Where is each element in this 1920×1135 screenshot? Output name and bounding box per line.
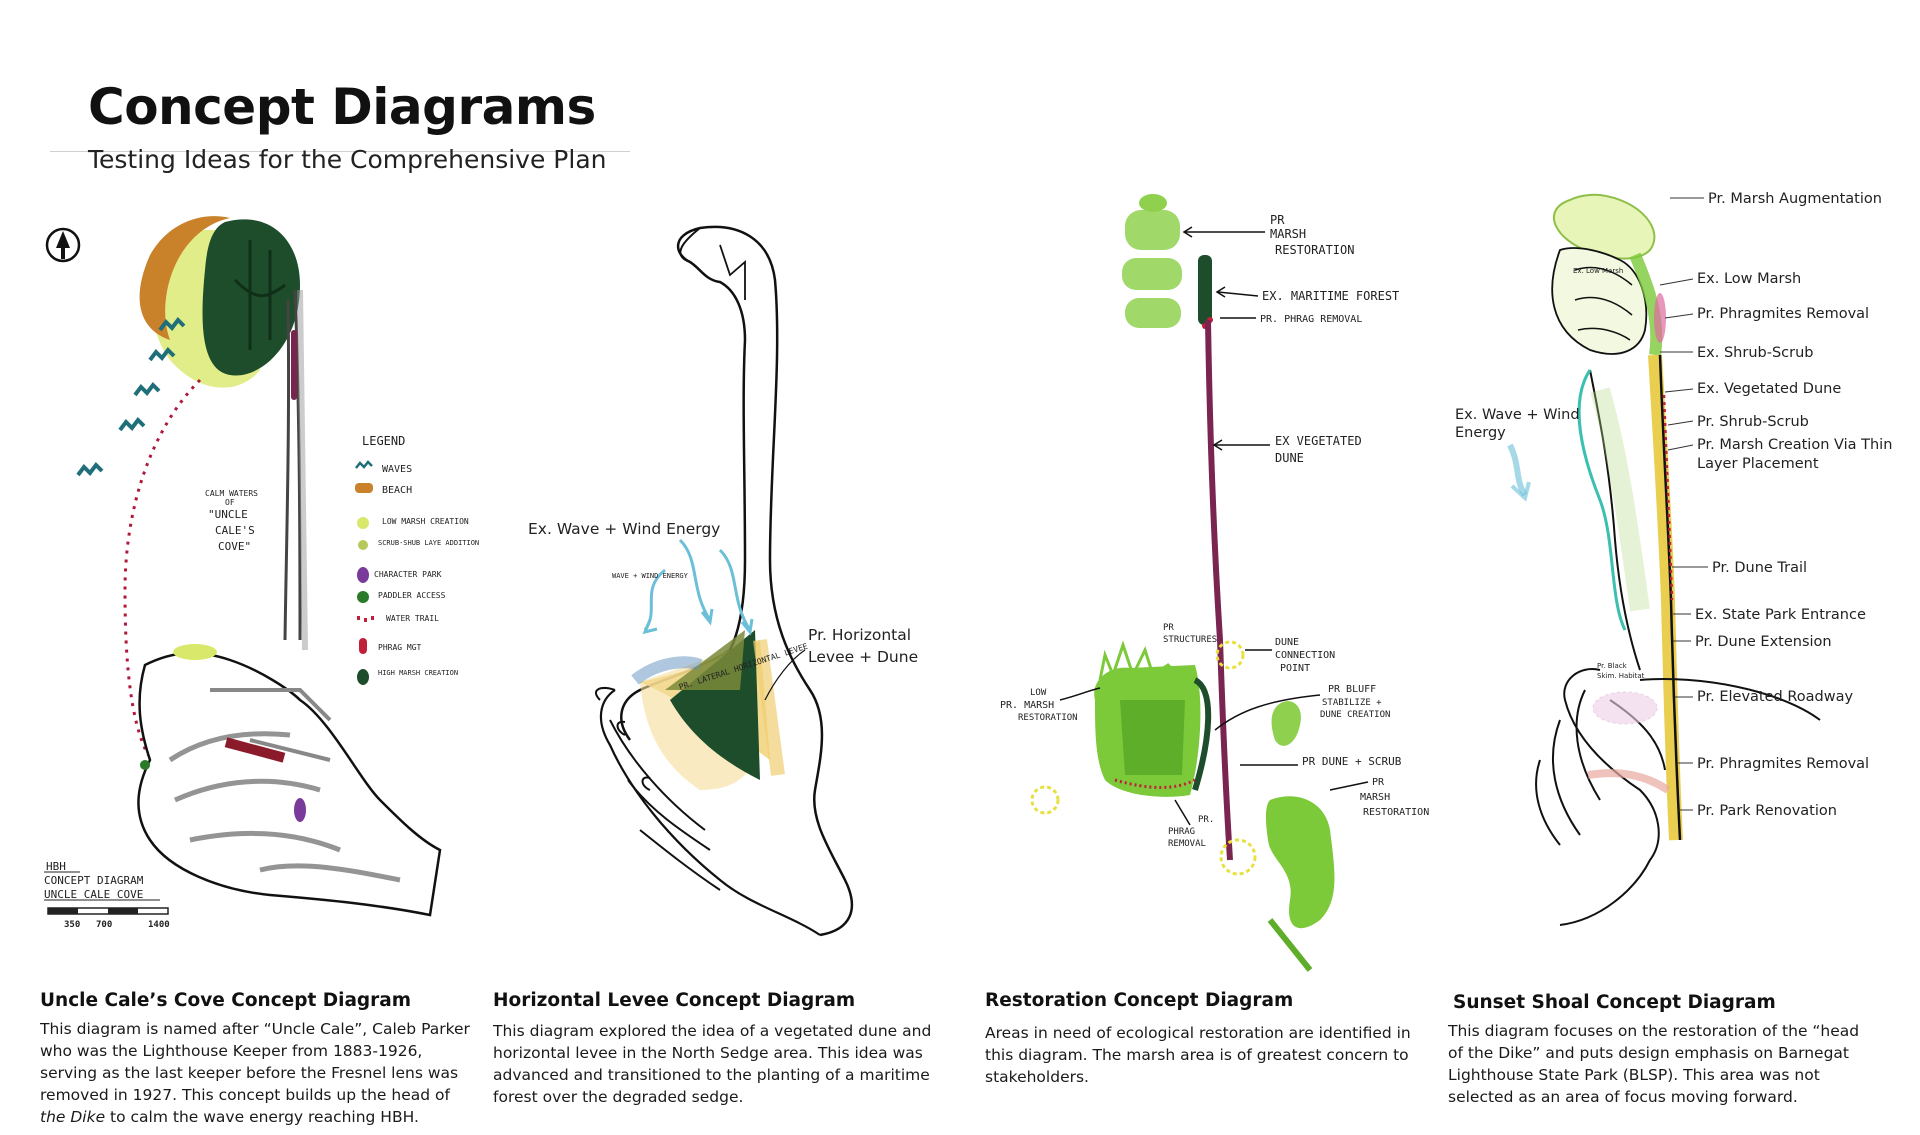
horizontal-levee-description: This diagram explored the idea of a vege…	[493, 1022, 932, 1106]
svg-text:1400: 1400	[148, 920, 170, 930]
label-ex-low-marsh: Ex. Low Marsh	[1697, 271, 1801, 287]
label-elevated-roadway: Pr. Elevated Roadway	[1697, 689, 1853, 705]
wind-hand-note: WAVE + WIND ENERGY	[612, 572, 689, 580]
svg-text:RESTORATION: RESTORATION	[1018, 713, 1078, 723]
horizontal-levee-sketch: PR. LATERAL HORIZONTAL LEVEE WAVE + WIND…	[528, 225, 918, 937]
sunset-shoal-sketch: Ex. Wave + Wind Energy Ex. Low Marsh Pr.…	[1455, 191, 1892, 926]
svg-text:POINT: POINT	[1280, 663, 1310, 674]
uncle-cale-sketch: CALM WATERS OF "UNCLE CALE'S COVE" LEGEN…	[44, 216, 479, 930]
svg-text:Ex. Low Marsh: Ex. Low Marsh	[1573, 267, 1623, 275]
svg-text:HBH: HBH	[46, 860, 66, 873]
label-dune-extension: Pr. Dune Extension	[1695, 634, 1832, 650]
legend-item-label: BEACH	[382, 485, 412, 496]
horizontal-levee-title: Horizontal Levee Concept Diagram	[493, 990, 856, 1011]
svg-text:PR: PR	[1163, 623, 1174, 633]
svg-text:COVE": COVE"	[218, 540, 251, 553]
svg-text:MARSH: MARSH	[1360, 792, 1390, 803]
svg-text:DUNE CREATION: DUNE CREATION	[1320, 710, 1390, 720]
svg-text:OF: OF	[225, 498, 235, 507]
label-pr-marsh-restoration-1: PR	[1270, 213, 1285, 227]
legend-item-label: PHRAG MGT	[378, 643, 422, 652]
label-marsh-augmentation: Pr. Marsh Augmentation	[1708, 191, 1882, 207]
svg-text:PR. MARSH: PR. MARSH	[1000, 700, 1054, 711]
cove-note: CALM WATERS OF "UNCLE CALE'S COVE"	[205, 489, 258, 553]
restoration-sketch: PR MARSH RESTORATION EX. MARITIME FOREST…	[1000, 194, 1429, 972]
uncle-cale-description: This diagram is named after “Uncle Cale”…	[40, 1020, 470, 1126]
label-pr-shrub-scrub: Pr. Shrub-Scrub	[1697, 414, 1809, 430]
svg-text:DUNE: DUNE	[1275, 637, 1299, 648]
north-arrow-icon	[45, 227, 81, 263]
legend-item-label: SCRUB-SHUB LAYE ADDITION	[378, 539, 479, 547]
sunset-wave-label-1: Ex. Wave + Wind	[1455, 407, 1580, 423]
page-subtitle: Testing Ideas for the Comprehensive Plan	[88, 145, 607, 174]
svg-text:UNCLE CALE COVE: UNCLE CALE COVE	[44, 888, 143, 901]
restoration-description: Areas in need of ecological restoration …	[985, 1024, 1411, 1086]
svg-text:350: 350	[64, 920, 80, 930]
legend-item-label: CHARACTER PARK	[374, 570, 442, 579]
svg-text:STABILIZE +: STABILIZE +	[1322, 698, 1382, 708]
wind-arrows	[642, 538, 754, 636]
svg-text:LOW: LOW	[1030, 688, 1047, 698]
svg-text:CALE'S: CALE'S	[215, 524, 255, 537]
scale-bar: 350 700 1400	[47, 907, 170, 930]
label-marsh-creation-line2: Layer Placement	[1697, 456, 1819, 472]
svg-text:PR.: PR.	[1198, 815, 1214, 825]
legend: LEGEND WAVES BEACH LOW MARSH CREATION SC…	[355, 434, 479, 685]
label-dune-scrub: PR DUNE + SCRUB	[1302, 755, 1402, 768]
label-ex-shrub-scrub: Ex. Shrub-Scrub	[1697, 345, 1813, 361]
levee-label-line1: Pr. Horizontal	[808, 626, 911, 644]
svg-text:MARSH: MARSH	[1270, 227, 1306, 241]
svg-text:Skim. Habitat: Skim. Habitat	[1597, 672, 1645, 680]
svg-text:RESTORATION: RESTORATION	[1275, 243, 1354, 257]
svg-text:PHRAG: PHRAG	[1168, 827, 1195, 837]
legend-item-label: HIGH MARSH CREATION	[378, 669, 458, 677]
diagram-stamp: HBH CONCEPT DIAGRAM UNCLE CALE COVE	[44, 860, 160, 901]
sunset-shoal-description: This diagram focuses on the restoration …	[1448, 1022, 1860, 1106]
restoration-title: Restoration Concept Diagram	[985, 990, 1294, 1011]
svg-text:CONNECTION: CONNECTION	[1275, 650, 1335, 661]
legend-item-label: LOW MARSH CREATION	[382, 517, 469, 526]
label-ex-vegetated-dune: Ex. Vegetated Dune	[1697, 381, 1841, 397]
svg-text:REMOVAL: REMOVAL	[1168, 839, 1206, 849]
label-maritime-forest: EX. MARITIME FOREST	[1262, 289, 1399, 303]
label-phrag-removal: PR. PHRAG REMOVAL	[1260, 314, 1362, 325]
svg-text:CONCEPT DIAGRAM: CONCEPT DIAGRAM	[44, 874, 144, 887]
legend-item-label: WAVES	[382, 464, 412, 475]
title-divider	[50, 151, 630, 152]
svg-text:PR BLUFF: PR BLUFF	[1328, 684, 1376, 695]
svg-text:700: 700	[96, 920, 112, 930]
label-phragmites-removal-2: Pr. Phragmites Removal	[1697, 756, 1869, 772]
legend-item-label: PADDLER ACCESS	[378, 591, 446, 600]
label-marsh-creation-line1: Pr. Marsh Creation Via Thin	[1697, 437, 1892, 453]
label-ex-vegetated-dune-1: EX VEGETATED	[1275, 434, 1362, 448]
label-phragmites-removal: Pr. Phragmites Removal	[1697, 306, 1869, 322]
sunset-wave-label-2: Energy	[1455, 425, 1506, 441]
legend-title: LEGEND	[362, 434, 405, 448]
label-state-park-entrance: Ex. State Park Entrance	[1695, 607, 1866, 623]
label-park-renovation: Pr. Park Renovation	[1697, 803, 1837, 819]
uncle-cale-title: Uncle Cale’s Cove Concept Diagram	[40, 990, 412, 1011]
svg-text:STRUCTURES: STRUCTURES	[1163, 635, 1217, 645]
wave-energy-label: Ex. Wave + Wind Energy	[528, 520, 720, 538]
sunset-shoal-title: Sunset Shoal Concept Diagram	[1453, 992, 1776, 1013]
skimmer-label: Pr. Black	[1597, 662, 1628, 670]
levee-label-line2: Levee + Dune	[808, 648, 918, 666]
label-dune-trail: Pr. Dune Trail	[1712, 560, 1807, 576]
page-title: Concept Diagrams	[88, 78, 596, 136]
wave-icon	[76, 316, 186, 477]
svg-text:DUNE: DUNE	[1275, 451, 1304, 465]
legend-item-label: WATER TRAIL	[386, 614, 439, 623]
svg-text:CALM WATERS: CALM WATERS	[205, 489, 258, 498]
svg-text:"UNCLE: "UNCLE	[208, 508, 248, 521]
svg-text:PR: PR	[1372, 777, 1385, 788]
svg-text:RESTORATION: RESTORATION	[1363, 807, 1429, 818]
